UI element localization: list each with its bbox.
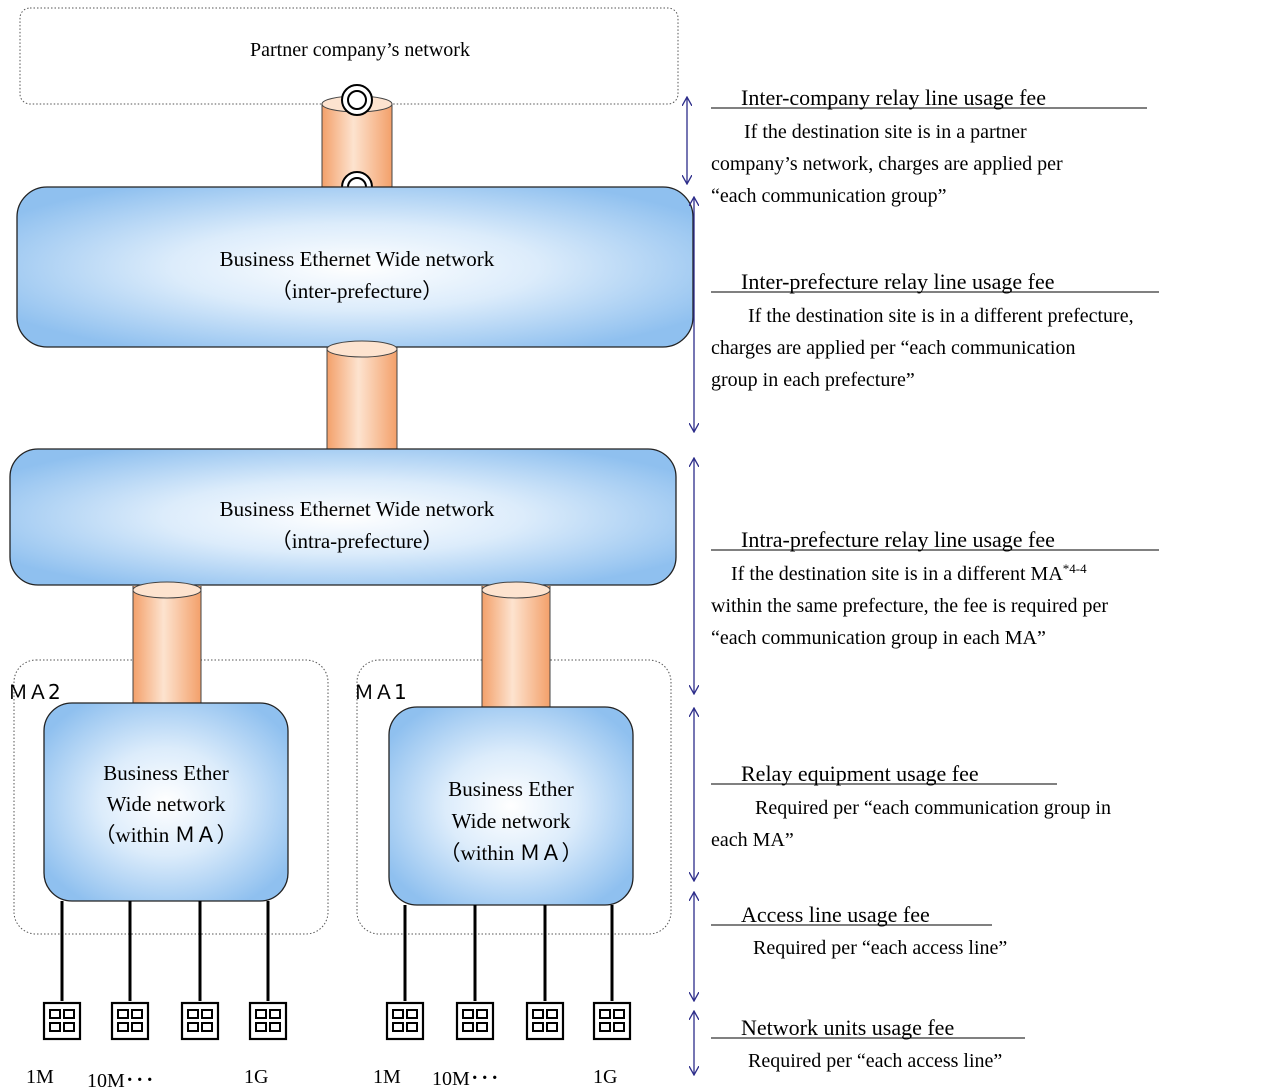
fee-title: Intra-prefecture relay line usage fee [741,527,1055,552]
fee-description-line: “each communication group” [711,185,946,207]
intra-prefecture-network [9,448,677,586]
ma2-area [13,659,329,935]
speed-label-1m: 1M [26,1066,54,1088]
intra-prefecture-relay-pipe-ma2 [132,581,202,706]
network-unit-icon [248,1001,288,1041]
fee-description-line: within the same prefecture, the fee is r… [711,595,1108,617]
fee-description-line: each MA” [711,829,794,851]
network-unit-icon [110,1001,150,1041]
network-unit-icon [385,1001,425,1041]
speed-label-1m: 1M [373,1066,401,1088]
speed-label-10m: 10M･･･ [87,1070,155,1089]
fee-access-line: Access line usage fee Required per “each… [711,902,1007,959]
access-lines [60,901,614,1001]
ma2-label: ＭＡ2 [8,680,61,704]
fee-description-line: charges are applied per “each communicat… [711,337,1075,359]
ma2-network [43,702,289,902]
fee-title: Access line usage fee [741,902,930,927]
network-unit-icon [42,1001,82,1041]
fee-description-line: group in each prefecture” [711,369,915,391]
fee-description-line: If the destination site is in a differen… [748,305,1134,327]
intra-network-label-2: （intra-prefecture） [271,529,444,553]
fee-title: Relay equipment usage fee [741,761,979,786]
fee-title: Inter-prefecture relay line usage fee [741,269,1054,294]
fee-network-units: Network units usage fee Required per “ea… [711,1015,1025,1072]
inter-network-label-2: （inter-prefecture） [271,279,443,303]
ma2-network-label-1: Business Ether [103,761,228,785]
fee-inter-company: Inter-company relay line usage fee If th… [711,85,1147,207]
network-unit-icon [180,1001,220,1041]
speed-label-1g: 1G [593,1066,617,1088]
ma2-network-label-2: Wide network [107,792,226,816]
fee-intra-prefecture: Intra-prefecture relay line usage fee If… [711,527,1159,649]
intra-prefecture-relay-pipe-ma1 [481,581,551,710]
ma1-network-label-3: （within ＭＡ） [440,841,583,865]
fee-description-line: Required per “each communication group i… [755,797,1111,819]
ma1-area [356,659,672,935]
fee-description-line: company’s network, charges are applied p… [711,153,1063,175]
network-unit-icon [455,1001,495,1041]
fee-title: Network units usage fee [741,1015,954,1040]
relay-node-icon [341,84,373,116]
fee-relay-equipment: Relay equipment usage fee Required per “… [711,761,1111,851]
fee-inter-prefecture: Inter-prefecture relay line usage fee If… [711,269,1159,391]
ma1-network-label-1: Business Ether [448,777,573,801]
speed-label-10m: 10M･･･ [432,1068,500,1089]
speed-label-1g: 1G [244,1066,268,1088]
fee-description-line: Required per “each access line” [753,937,1007,959]
fee-title: Inter-company relay line usage fee [741,85,1046,110]
partner-network-label: Partner company’s network [250,39,470,61]
ma1-network [388,706,634,906]
ma1-label: ＭＡ1 [354,680,407,704]
footnote-marker: *4-4 [1063,561,1087,576]
ma2-network-label-3: （within ＭＡ） [95,823,238,847]
ma1-network-label-2: Wide network [452,809,571,833]
fee-description-line: “each communication group in each MA” [711,627,1046,649]
inter-prefecture-relay-pipe [326,340,398,451]
fee-description-line: Required per “each access line” [748,1050,1002,1072]
intra-network-label-1: Business Ethernet Wide network [220,497,495,521]
inter-network-label-1: Business Ethernet Wide network [220,247,495,271]
fee-description-line: If the destination site is in a differen… [731,561,1087,585]
network-unit-icon [525,1001,565,1041]
network-unit-icon [592,1001,632,1041]
fee-description-line: If the destination site is in a partner [744,121,1027,143]
fee-description-text: If the destination site is in a differen… [731,563,1063,585]
